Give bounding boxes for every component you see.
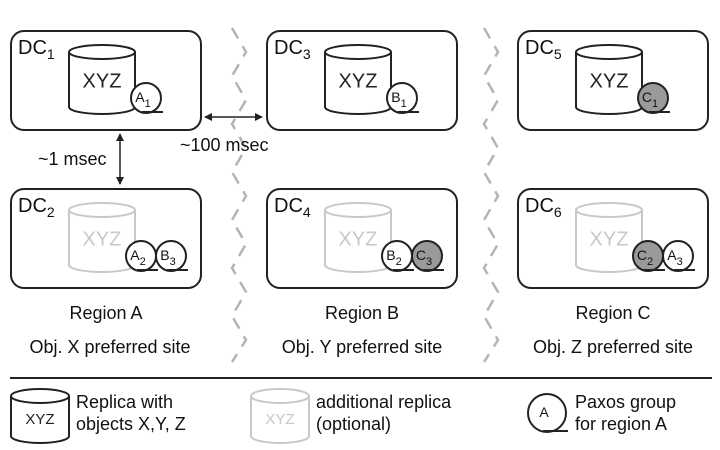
paxos-group-circle: C3 bbox=[411, 240, 444, 272]
paxos-group-circle: C1 bbox=[637, 82, 670, 114]
legend-replica-cylinder: XYZ bbox=[10, 388, 70, 444]
datacenter-label: DC6 bbox=[525, 195, 562, 220]
store-label: XYZ bbox=[83, 229, 122, 251]
replica-store-cylinder: XYZ bbox=[324, 202, 392, 273]
preferred-site-label-y: Obj. Y preferred site bbox=[281, 337, 443, 357]
paxos-group-circle: A2 bbox=[125, 240, 158, 272]
store-label: XYZ bbox=[590, 71, 629, 93]
paxos-group-label: A bbox=[539, 404, 549, 420]
store-label: XYZ bbox=[25, 411, 54, 428]
replica-store-cylinder: XYZ bbox=[575, 44, 643, 115]
paxos-group-circle: A1 bbox=[130, 82, 163, 114]
store-label: XYZ bbox=[339, 71, 378, 93]
preferred-site-label-z: Obj. Z preferred site bbox=[532, 337, 694, 357]
paxos-group-circle: B3 bbox=[155, 240, 188, 272]
paxos-group-circle: B2 bbox=[381, 240, 414, 272]
datacenter-label: DC3 bbox=[274, 37, 311, 62]
replica-store-cylinder: XYZ bbox=[575, 202, 643, 273]
paxos-group-circle: A bbox=[527, 393, 568, 433]
store-label: XYZ bbox=[339, 229, 378, 251]
paxos-group-circle: A3 bbox=[662, 240, 695, 272]
preferred-site-label-x: Obj. X preferred site bbox=[29, 337, 191, 357]
legend-additional-text: additional replica(optional) bbox=[316, 392, 452, 434]
store-label: XYZ bbox=[265, 411, 294, 428]
store-label: XYZ bbox=[83, 71, 122, 93]
replica-store-cylinder: XYZ bbox=[324, 44, 392, 115]
datacenter-label: DC5 bbox=[525, 37, 562, 62]
datacenter-label: DC2 bbox=[18, 195, 55, 220]
replica-store-cylinder: XYZ bbox=[68, 202, 136, 273]
paxos-group-circle: B1 bbox=[386, 82, 419, 114]
region-label-b: Region B bbox=[324, 303, 400, 323]
legend-additional-cylinder: XYZ bbox=[250, 388, 310, 444]
store-label: XYZ bbox=[590, 229, 629, 251]
datacenter-label: DC1 bbox=[18, 37, 55, 62]
inter-region-latency-label: ~100 msec bbox=[180, 135, 269, 155]
replica-store-cylinder: XYZ bbox=[68, 44, 136, 115]
region-divider bbox=[482, 27, 500, 363]
region-label-a: Region A bbox=[69, 303, 143, 323]
intra-region-latency-label: ~1 msec bbox=[38, 149, 107, 169]
region-divider bbox=[230, 27, 248, 363]
region-label-c: Region C bbox=[575, 303, 651, 323]
datacenter-label: DC4 bbox=[274, 195, 311, 220]
paxos-group-circle: C2 bbox=[632, 240, 665, 272]
